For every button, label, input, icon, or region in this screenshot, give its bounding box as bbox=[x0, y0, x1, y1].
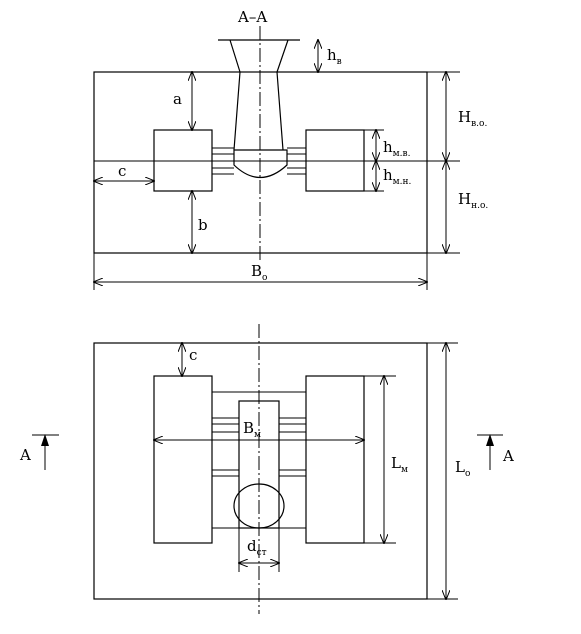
label-h-mv: hм.в. bbox=[383, 138, 411, 159]
label-c: c bbox=[118, 162, 126, 180]
section-title: A–A bbox=[237, 8, 267, 26]
runners bbox=[212, 147, 306, 175]
label-h-v: hв bbox=[327, 46, 342, 67]
label-h-mn: hм.н. bbox=[383, 166, 412, 187]
label-B-m: Bм bbox=[243, 419, 261, 440]
model-left-section bbox=[153, 129, 213, 192]
label-H-vo: Hв.о. bbox=[458, 108, 487, 129]
sprue-channel bbox=[233, 71, 284, 151]
section-mark-left-label: A bbox=[19, 446, 31, 464]
label-d-st: dст bbox=[247, 537, 267, 558]
label-H-no: Hн.о. bbox=[458, 190, 488, 211]
mold-outline-plan bbox=[93, 342, 428, 600]
section-marker-left: A bbox=[19, 434, 59, 470]
model-left-plan bbox=[153, 375, 213, 544]
label-L-o: Lo bbox=[455, 458, 470, 479]
label-c-plan: c bbox=[189, 346, 197, 364]
plan-view: c Bм Lм Lo dст A bbox=[19, 324, 514, 614]
section-a-a-view: A–A hв a b c bbox=[94, 8, 488, 290]
label-a: a bbox=[173, 90, 182, 108]
sprue-funnel bbox=[218, 39, 300, 73]
section-marker-right: A bbox=[477, 434, 514, 470]
label-L-m: Lм bbox=[391, 454, 408, 475]
model-right-section bbox=[305, 129, 365, 192]
label-B-o: Bo bbox=[251, 262, 267, 283]
model-right-plan bbox=[305, 375, 365, 544]
label-b: b bbox=[198, 216, 208, 234]
section-mark-right-label: A bbox=[502, 447, 514, 465]
sprue-well bbox=[233, 149, 288, 178]
